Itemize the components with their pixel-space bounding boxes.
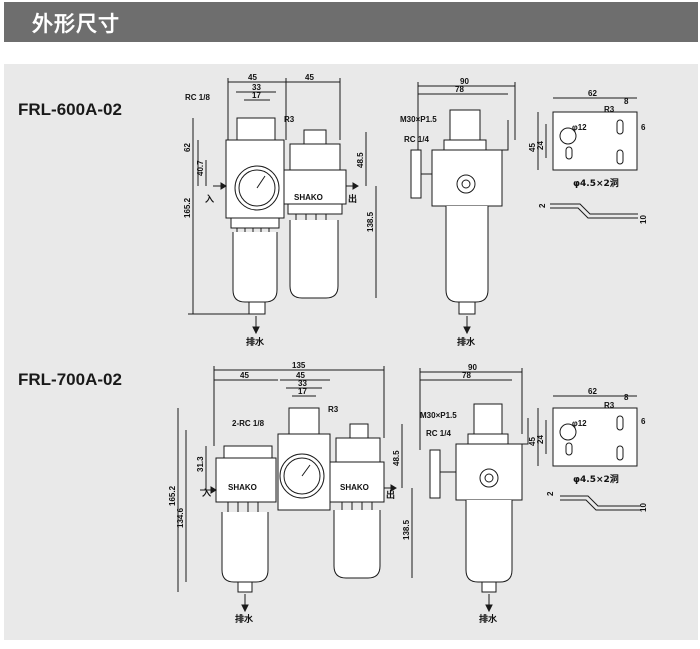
frl-700a-bracket-labels: 62 8 6 45 24 R3 φ12 φ4.5×2洞 2 10: [528, 387, 648, 512]
dim-600-bracket-8: 8: [624, 97, 629, 106]
dim-700-bracket-8: 8: [624, 393, 629, 402]
dim-600-top-17: 17: [252, 91, 261, 100]
dim-600-left-62: 62: [183, 143, 192, 152]
dim-600-left-40-7: 40.7: [196, 160, 205, 176]
dim-600-left-165-2: 165.2: [183, 197, 192, 218]
frl-600a-side-view: [410, 82, 516, 335]
label-600-thread: M30×P1.5: [400, 115, 437, 124]
dim-600-bracket-r3: R3: [604, 105, 615, 114]
frl-700a-side-view: [419, 368, 529, 613]
label-600-brand: SHAKO: [294, 193, 323, 202]
dim-700-left-134-6: 134.6: [176, 507, 185, 528]
label-700-drain: 排水: [235, 613, 254, 625]
dim-700-left-31-3: 31.3: [196, 456, 205, 472]
dim-700-side-90: 90: [468, 363, 477, 372]
dim-600-right-48-5: 48.5: [356, 152, 365, 168]
dim-600-bracket-holes: φ4.5×2洞: [573, 177, 619, 189]
frl-600a-front-labels: 45 33 17 45 RC 1/8 R3 62 40.7 165.2 48.5…: [183, 73, 375, 348]
label-700-inlet: 入: [201, 488, 211, 499]
frl-700a-side-labels: 90 78 M30×P1.5 RC 1/4 排水: [420, 363, 498, 625]
dim-700-left-165-2: 165.2: [168, 485, 177, 506]
label-700-side-port: RC 1/4: [426, 429, 451, 438]
label-600-side-drain: 排水: [457, 336, 476, 348]
dim-600-bracket-10: 10: [639, 215, 648, 224]
section-header: 外形尺寸: [4, 2, 698, 42]
dim-600-side-90: 90: [460, 77, 469, 86]
dim-600-top-33: 33: [252, 83, 261, 92]
dim-600-bracket-6: 6: [641, 123, 646, 132]
dim-600-bracket-2: 2: [538, 203, 547, 208]
dim-700-top-17: 17: [298, 387, 307, 396]
dim-700-bracket-r3: R3: [604, 401, 615, 410]
dim-700-right-138-5: 138.5: [402, 519, 411, 540]
frl-600a-bracket: [537, 97, 638, 219]
dim-700-bracket-10: 10: [639, 503, 648, 512]
dim-700-top-33: 33: [298, 379, 307, 388]
frl-600a-side-labels: 90 78 M30×P1.5 RC 1/4 排水: [400, 77, 476, 348]
label-600-drain: 排水: [246, 336, 265, 348]
label-700-thread: M30×P1.5: [420, 411, 457, 420]
frl-600a-front-view: [188, 78, 377, 335]
label-700-brand-a: SHAKO: [228, 483, 257, 492]
dim-700-top-135: 135: [292, 361, 306, 370]
model-label-frl-600a: FRL-600A-02: [18, 100, 122, 119]
dim-600-bracket-phi12: φ12: [572, 123, 587, 132]
dim-600-top-45b: 45: [305, 73, 314, 82]
frl-700a-front-view: [177, 366, 413, 613]
dim-700-top-45a: 45: [240, 371, 249, 380]
label-600-inlet: 入: [204, 194, 214, 205]
dim-700-bracket-24: 24: [536, 435, 545, 444]
label-700-radius: R3: [328, 405, 339, 414]
dim-700-bracket-6: 6: [641, 417, 646, 426]
label-700-side-drain: 排水: [479, 613, 498, 625]
dim-700-bracket-45: 45: [528, 437, 537, 446]
dim-600-bracket-45: 45: [528, 143, 537, 152]
frl-700a-front-labels: 135 45 45 33 17 2-RC 1/8 R3 31.3 165.2 1…: [168, 361, 411, 625]
dim-600-right-138-5: 138.5: [366, 211, 375, 232]
dim-600-top-45a: 45: [248, 73, 257, 82]
label-600-outlet: 出: [348, 193, 357, 205]
dim-700-bracket-2: 2: [546, 491, 555, 496]
label-700-brand-b: SHAKO: [340, 483, 369, 492]
frl-600a-bracket-labels: 62 8 6 45 24 R3 φ12 φ4.5×2洞 2 10: [528, 89, 648, 224]
dim-700-bracket-phi12: φ12: [572, 419, 587, 428]
model-label-frl-700a: FRL-700A-02: [18, 370, 122, 389]
dim-600-bracket-24: 24: [536, 141, 545, 150]
dim-600-side-78: 78: [455, 85, 464, 94]
label-600-radius: R3: [284, 115, 295, 124]
label-600-port: RC 1/8: [185, 93, 210, 102]
dim-700-top-45b: 45: [296, 371, 305, 380]
label-700-port: 2-RC 1/8: [232, 419, 265, 428]
dim-700-side-78: 78: [462, 371, 471, 380]
dim-700-bracket-holes: φ4.5×2洞: [573, 473, 619, 485]
section-title: 外形尺寸: [32, 12, 120, 36]
dim-700-bracket-62: 62: [588, 387, 597, 396]
dim-700-right-48-5: 48.5: [392, 450, 401, 466]
frl-700a-bracket: [537, 395, 640, 511]
dim-600-bracket-62: 62: [588, 89, 597, 98]
label-600-side-port: RC 1/4: [404, 135, 429, 144]
label-700-outlet: 出: [386, 489, 395, 501]
